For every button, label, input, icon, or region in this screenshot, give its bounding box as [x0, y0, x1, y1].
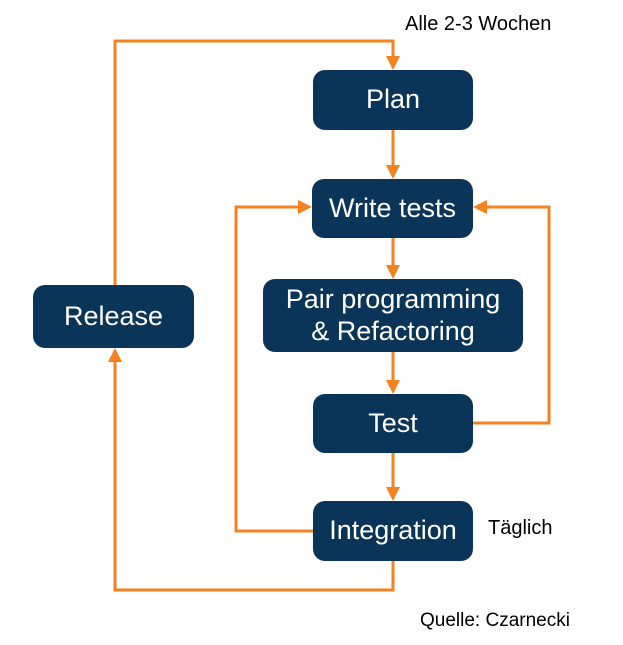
node-release-label: Release [63, 300, 164, 331]
node-pair-programming-label: Pair programming & Refactoring [285, 284, 501, 346]
node-plan-label: Plan [365, 84, 421, 115]
node-write-tests[interactable]: Write tests [312, 179, 473, 238]
node-pair-programming-refactoring[interactable]: Pair programming & Refactoring [263, 279, 523, 352]
arrowhead-into-pair [386, 265, 400, 279]
node-plan[interactable]: Plan [313, 70, 473, 130]
caption-source: Quelle: Czarnecki [420, 610, 570, 631]
arrowhead-into-write-tests-left [298, 200, 312, 214]
edge-release-to-plan [113, 39, 395, 285]
node-test[interactable]: Test [313, 394, 473, 453]
node-release[interactable]: Release [33, 285, 194, 348]
edge-integration-to-release-loop [113, 356, 395, 592]
edge-integration-to-write-tests-loop [234, 205, 313, 533]
arrowhead-into-integration [386, 487, 400, 501]
caption-daily-cadence: Täglich [488, 517, 553, 539]
arrowhead-into-test [386, 380, 400, 394]
edge-test-to-write-tests-loop [473, 205, 551, 425]
arrowhead-into-write-tests-right [473, 200, 487, 214]
arrowhead-into-write-tests-top [386, 165, 400, 179]
node-write-tests-label: Write tests [328, 192, 457, 223]
caption-iteration-cadence: Alle 2-3 Wochen [405, 13, 552, 35]
node-integration[interactable]: Integration [313, 501, 473, 561]
node-integration-label: Integration [329, 515, 457, 546]
arrowhead-into-release [108, 348, 122, 362]
arrowhead-into-plan [386, 56, 400, 70]
node-test-label: Test [368, 407, 418, 438]
